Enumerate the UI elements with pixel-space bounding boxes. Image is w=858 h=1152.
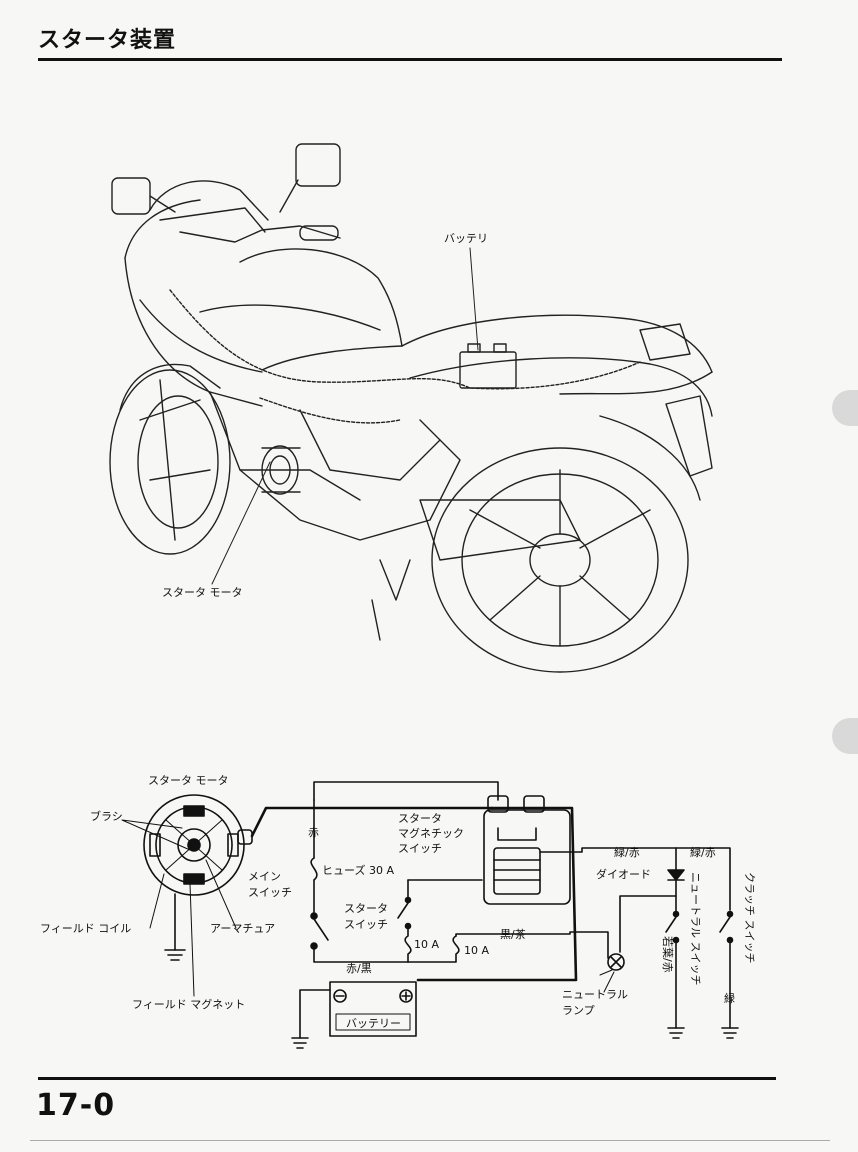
label-brush: ブラシ: [90, 809, 123, 823]
mirror-left: [111, 177, 176, 215]
header-rule: [38, 58, 782, 61]
label-red: 赤: [308, 826, 319, 839]
front-fairing: [124, 180, 341, 407]
label-main-switch-1: メイン: [248, 870, 281, 883]
label-diode: ダイオード: [596, 867, 651, 881]
punch-hole: [832, 390, 858, 426]
label-magnetic-switch-2: マグネチック: [398, 826, 464, 840]
label-neutral-lamp-2: ランプ: [562, 1004, 595, 1017]
label-armature: アーマチュア: [210, 922, 275, 935]
label-battery: バッテリ: [444, 232, 488, 245]
label-starter-switch-1: スタータ: [344, 902, 388, 915]
ground-symbol: [164, 893, 186, 961]
punch-hole: [832, 718, 858, 754]
label-field-magnet: フィールド マグネット: [132, 997, 245, 1011]
label-neutral-lamp-1: ニュートラル: [562, 988, 628, 1001]
label-starter-switch-2: スイッチ: [344, 918, 388, 931]
neutral-lamp-symbol: [607, 953, 625, 971]
label-red-black: 赤/黒: [346, 962, 372, 975]
label-starter-motor-schematic: スタータ モータ: [148, 774, 229, 787]
footer-rule: [38, 1077, 776, 1080]
battery-symbol: [329, 981, 417, 1037]
front-wheel: [109, 369, 231, 555]
starter-motor-symbol: [143, 794, 253, 896]
label-fuse-10a-2: 10 A: [464, 944, 489, 957]
label-clutch-switch: クラッチ スイッチ: [743, 872, 756, 964]
fuel-tank: [199, 248, 403, 371]
label-black-brown: 黒/茶: [500, 928, 526, 941]
label-field-coil: フィールド コイル: [40, 922, 131, 935]
mirror-right: [279, 143, 341, 213]
page-number: 17-0: [36, 1088, 116, 1123]
label-starter-motor: スタータ モータ: [162, 586, 243, 599]
starter-motor-part: [261, 445, 301, 495]
clutch-switch-symbol: [719, 910, 739, 1039]
seat-and-tail: [401, 314, 713, 477]
label-magnetic-switch-1: スタータ: [398, 812, 442, 825]
label-light-green-red: 若葉/赤: [661, 936, 675, 973]
label-battery-schematic: バッテリー: [346, 1017, 401, 1030]
label-main-switch-2: スイッチ: [248, 886, 292, 899]
rear-wheel: [431, 447, 689, 673]
scan-edge: [30, 1140, 830, 1141]
label-green: 緑: [724, 991, 735, 1005]
label-green-red-1: 緑/赤: [614, 845, 640, 859]
neutral-switch-symbol: [665, 895, 685, 1039]
page-title: スタータ装置: [38, 28, 177, 53]
magnetic-switch-symbol: [483, 795, 571, 905]
label-fuse-10a-1: 10 A: [414, 938, 439, 951]
rear-fender: [599, 415, 701, 501]
label-neutral-switch: ニュートラル スイッチ: [689, 872, 702, 986]
starter-switch-symbol: [397, 896, 412, 930]
label-magnetic-switch-3: スイッチ: [398, 842, 442, 855]
front-fender: [119, 363, 221, 411]
label-green-red-2: 緑/赤: [690, 845, 716, 859]
label-fuse-30a: ヒューズ 30 A: [322, 863, 394, 877]
